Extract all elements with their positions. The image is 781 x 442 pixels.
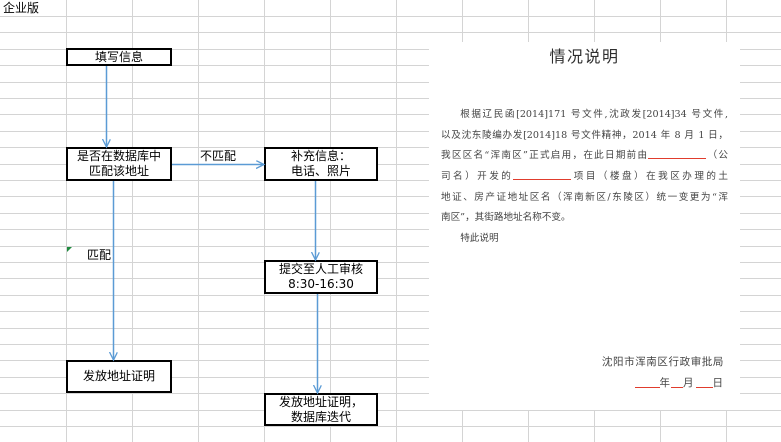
flow-step-text: 填写信息	[94, 49, 143, 64]
flow-step-supplement-info[interactable]: 补充信息： 电话、照片	[264, 147, 378, 181]
label-cell-match[interactable]: 匹配	[66, 247, 132, 263]
error-indicator-icon[interactable]	[67, 247, 72, 252]
document-closing: 特此说明	[460, 233, 499, 245]
embedded-statement-picture[interactable]: 情况说明 根据辽民函[2014]171 号文件,沈政发[2014]34 号文件,…	[429, 42, 740, 410]
document-body: 根据辽民函[2014]171 号文件,沈政发[2014]34 号文件, 以及沈东…	[441, 105, 728, 250]
project-name-blank	[513, 170, 572, 181]
cell-a1-text: 企业版	[3, 1, 40, 15]
document-line-text: 司名）开发的	[441, 171, 514, 183]
document-line-text: 项目（楼盘）在我区办理的土	[571, 171, 729, 183]
flow-step-text: 提交至人工审核	[278, 262, 363, 276]
date-month-label: 月	[683, 377, 694, 389]
flow-step-issue-certificate[interactable]: 发放地址证明	[66, 360, 172, 393]
document-line: 根据辽民函[2014]171 号文件,沈政发[2014]34 号文件,	[460, 109, 728, 120]
cell-a1[interactable]: 企业版	[0, 0, 66, 16]
document-line: 以及沈东陵编办发[2014]18 号文件精神，2014 年 8 月 1 日，	[441, 129, 728, 141]
flow-step-text: 匹配该地址	[88, 164, 149, 178]
flow-step-check-database[interactable]: 是否在数据库中 匹配该地址	[66, 147, 172, 181]
month-blank	[671, 378, 683, 388]
date-year-label: 年	[659, 377, 671, 389]
year-blank	[634, 378, 660, 388]
document-line-text: 我区区名“浑南区”正式启用，在此日期前由	[441, 150, 649, 162]
document-line-text: （公	[706, 150, 728, 162]
document-line: 地证、房产证地址区名（浑南新区/东陵区）统一变更为“浑	[441, 191, 728, 203]
flow-step-manual-review[interactable]: 提交至人工审核 8:30-16:30	[264, 260, 378, 294]
document-signature: 沈阳市浑南区行政审批局	[601, 356, 724, 368]
flow-step-text: 电话、照片	[290, 164, 351, 178]
label-no-match: 不匹配	[200, 149, 237, 163]
flow-step-text: 发放地址证明	[82, 369, 155, 383]
day-blank	[695, 378, 713, 388]
company-name-blank	[648, 149, 707, 160]
document-line: 司名）开发的 项目（楼盘）在我区办理的土	[441, 167, 728, 188]
document-date-line: 年月 日	[634, 376, 724, 390]
date-day-label: 日	[712, 377, 724, 389]
flow-step-text: 是否在数据库中	[76, 149, 161, 163]
flow-step-text: 发放地址证明，	[278, 394, 363, 409]
document-line: 南区”，其街路地址名称不变。	[441, 212, 571, 224]
flow-step-text: 数据库迭代	[290, 409, 351, 424]
label-match: 匹配	[86, 248, 111, 262]
flow-step-text: 8:30-16:30	[288, 277, 354, 291]
document-line: 我区区名“浑南区”正式启用，在此日期前由 （公	[441, 146, 728, 167]
flow-step-text: 补充信息：	[290, 149, 351, 163]
flow-step-fill-info[interactable]: 填写信息	[66, 48, 172, 66]
document-title: 情况说明	[549, 47, 620, 66]
label-cell-no-match[interactable]: 不匹配	[198, 148, 264, 164]
